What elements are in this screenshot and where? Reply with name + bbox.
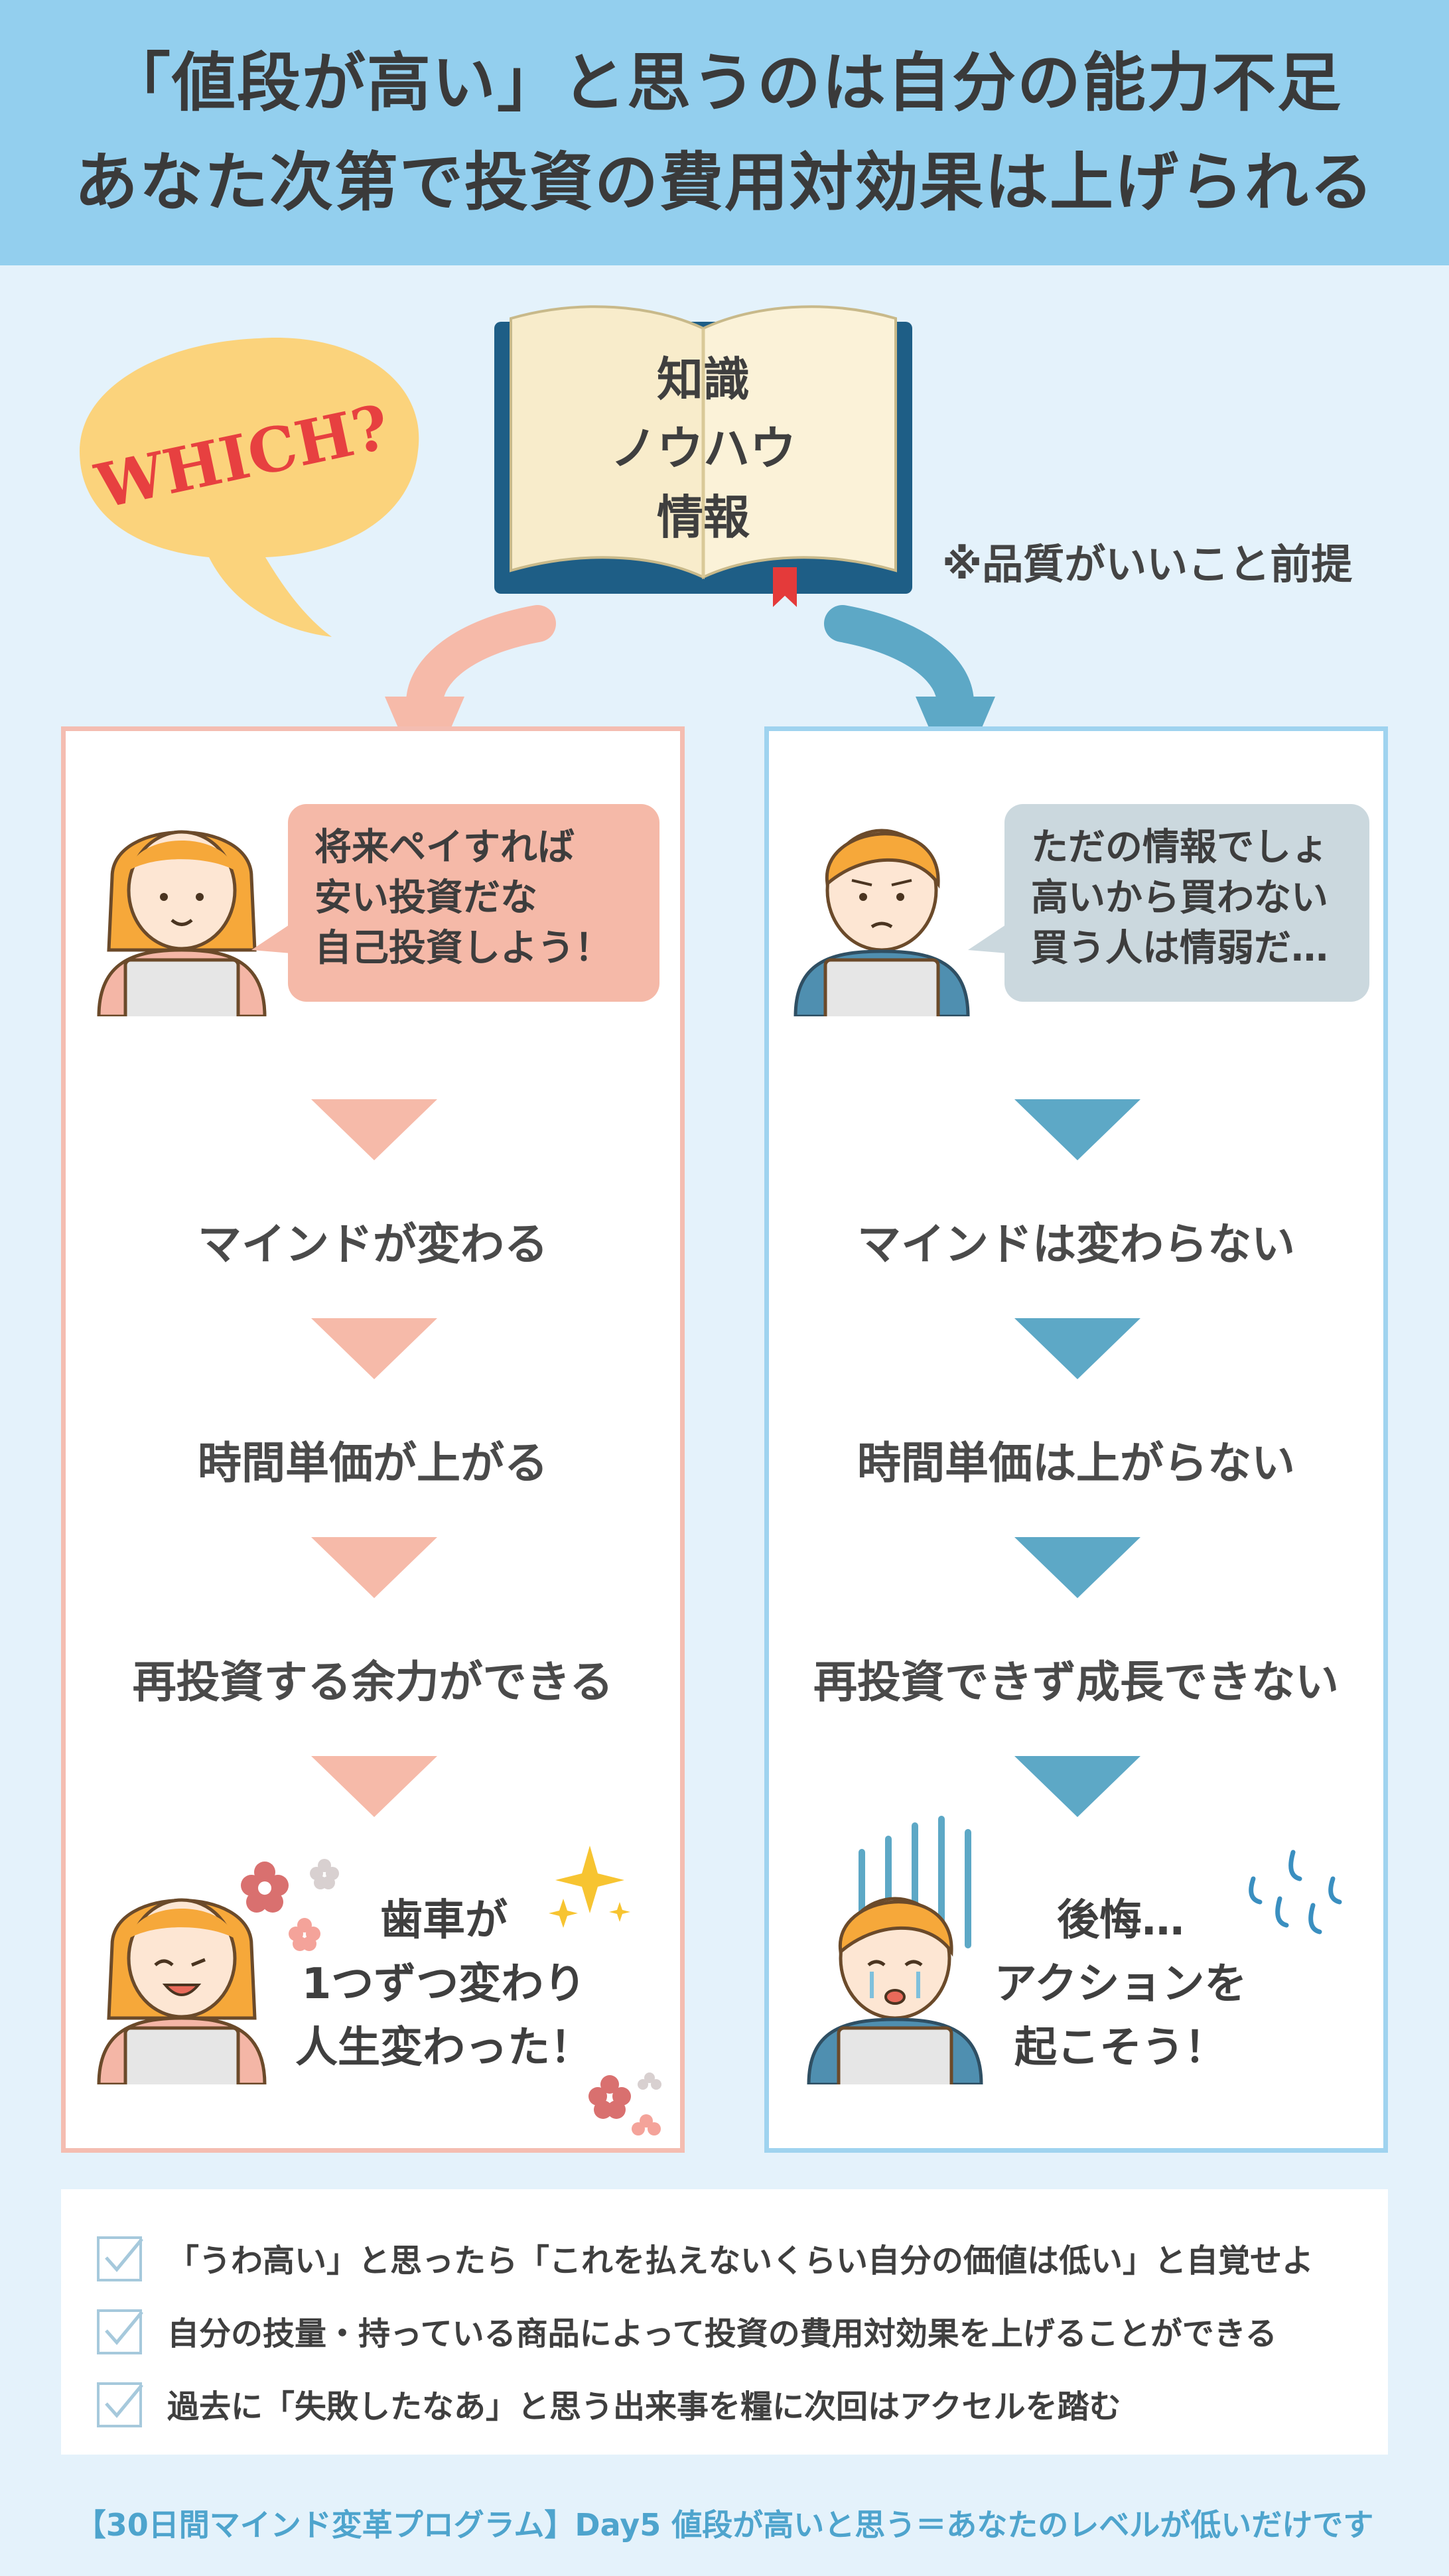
down-arrow bbox=[1014, 1318, 1140, 1379]
negative-outcome-line-1: 後悔… bbox=[1057, 1896, 1184, 1945]
down-arrow bbox=[1014, 1537, 1140, 1598]
negative-path-column: ただの情報でしょ 高いから買わない 買う人は情弱だ… マインドは変わらない 時間… bbox=[764, 726, 1388, 2153]
negative-speech-bubble: ただの情報でしょ 高いから買わない 買う人は情弱だ… bbox=[1004, 804, 1369, 1002]
sweat-drops-icon bbox=[1249, 1850, 1342, 1934]
book-line-knowledge: 知識 bbox=[657, 352, 750, 407]
crying-man-with-laptop-icon bbox=[807, 1897, 983, 2084]
negative-speech-line-1: ただの情報でしょ bbox=[1031, 826, 1328, 869]
checklist-text-1: 「うわ高い」と思ったら「これを払えないくらい自分の価値は低い」と自覚せよ bbox=[167, 2242, 1314, 2279]
negative-speech-line-3: 買う人は情弱だ… bbox=[1031, 927, 1328, 970]
negative-outcome-line-3: 起こそう！ bbox=[1014, 2023, 1227, 2072]
header-banner: 「値段が高い」と思うのは自分の能力不足 あなた次第で投資の費用対効果は上げられる bbox=[0, 0, 1449, 265]
positive-outcome-line-3: 人生変わった！ bbox=[295, 2023, 592, 2072]
flower-decoration-icon bbox=[241, 1859, 339, 1951]
left-branch-arrow bbox=[406, 605, 556, 722]
positive-step-1: マインドが変わる bbox=[198, 1219, 548, 1270]
man-with-laptop-icon bbox=[794, 829, 970, 1016]
woman-with-laptop-icon bbox=[97, 830, 267, 1016]
checklist-item: 「うわ高い」と思ったら「これを払えないくらい自分の価値は低い」と自覚せよ bbox=[94, 2221, 1355, 2294]
right-branch-arrow bbox=[824, 605, 974, 722]
positive-speech-bubble: 将来ペイすれば 安い投資だな 自己投資しよう！ bbox=[288, 804, 659, 1002]
positive-outcome-text: 歯車が 1つずつ変わり 人生変わった！ bbox=[278, 1889, 610, 2080]
negative-step-3: 再投資できず成長できない bbox=[813, 1657, 1339, 1708]
book-line-information: 情報 bbox=[657, 490, 750, 545]
checklist-item: 過去に「失敗したなあ」と思う出来事を糧に次回はアクセルを踏む bbox=[94, 2367, 1355, 2440]
down-arrow bbox=[311, 1756, 437, 1817]
flower-decoration-icon bbox=[588, 2072, 661, 2135]
down-arrow bbox=[311, 1099, 437, 1160]
negative-speech-line-2: 高いから買わない bbox=[1031, 876, 1328, 919]
book-icon bbox=[494, 305, 912, 607]
positive-speech-line-1: 将来ペイすれば bbox=[314, 826, 575, 869]
checklist-item: 自分の技量・持っている商品によって投資の費用対効果を上げることができる bbox=[94, 2294, 1355, 2367]
open-book: 知識 ノウハウ 情報 bbox=[488, 292, 919, 610]
down-arrow bbox=[1014, 1756, 1140, 1817]
positive-outcome-line-1: 歯車が bbox=[380, 1896, 508, 1945]
positive-speech-line-2: 安い投資だな bbox=[314, 876, 537, 919]
down-arrow bbox=[1014, 1099, 1140, 1160]
sparkle-icon bbox=[549, 1846, 630, 1928]
footer-program-title: 【30日間マインド変革プログラム】Day5 値段が高いと思う＝あなたのレベルが低… bbox=[75, 2507, 1374, 2543]
down-arrow bbox=[311, 1537, 437, 1598]
header-title-line-2: あなた次第で投資の費用対効果は上げられる bbox=[74, 145, 1375, 220]
negative-step-1: マインドは変わらない bbox=[857, 1219, 1295, 1270]
checkbox-checked-icon bbox=[97, 2309, 143, 2354]
quality-premise-note: ※品質がいいこと前提 bbox=[942, 540, 1353, 588]
checklist-text-3: 過去に「失敗したなあ」と思う出来事を糧に次回はアクセルを踏む bbox=[167, 2388, 1121, 2425]
negative-step-2: 時間単価は上がらない bbox=[857, 1438, 1295, 1489]
checkbox-checked-icon bbox=[97, 2236, 143, 2281]
header-title-line-1: 「値段が高い」と思うのは自分の能力不足 bbox=[107, 46, 1342, 120]
negative-outcome-line-2: アクションを bbox=[994, 1960, 1247, 2009]
happy-woman-with-laptop-icon bbox=[97, 1898, 267, 2084]
right-speech-tail bbox=[968, 923, 1008, 953]
summary-checklist: 「うわ高い」と思ったら「これを払えないくらい自分の価値は低い」と自覚せよ 自分の… bbox=[61, 2189, 1388, 2455]
checkbox-checked-icon bbox=[97, 2382, 143, 2427]
positive-step-3: 再投資する余力ができる bbox=[132, 1657, 614, 1708]
down-arrow bbox=[311, 1318, 437, 1379]
positive-step-2: 時間単価が上がる bbox=[198, 1438, 548, 1489]
negative-outcome-text: 後悔… アクションを 起こそう！ bbox=[988, 1889, 1253, 2080]
checklist-text-2: 自分の技量・持っている商品によって投資の費用対効果を上げることができる bbox=[167, 2315, 1277, 2352]
left-speech-tail bbox=[251, 923, 291, 953]
which-speech-bubble: WHICH? bbox=[80, 338, 419, 637]
positive-speech-line-3: 自己投資しよう！ bbox=[314, 927, 612, 970]
book-line-knowhow: ノウハウ bbox=[610, 421, 796, 476]
book-contents: 知識 ノウハウ 情報 bbox=[488, 345, 919, 552]
positive-outcome-line-2: 1つずつ変わり bbox=[301, 1960, 586, 2009]
positive-path-column: 将来ペイすれば 安い投資だな 自己投資しよう！ マインドが変わる 時間単価が上が… bbox=[61, 726, 685, 2153]
